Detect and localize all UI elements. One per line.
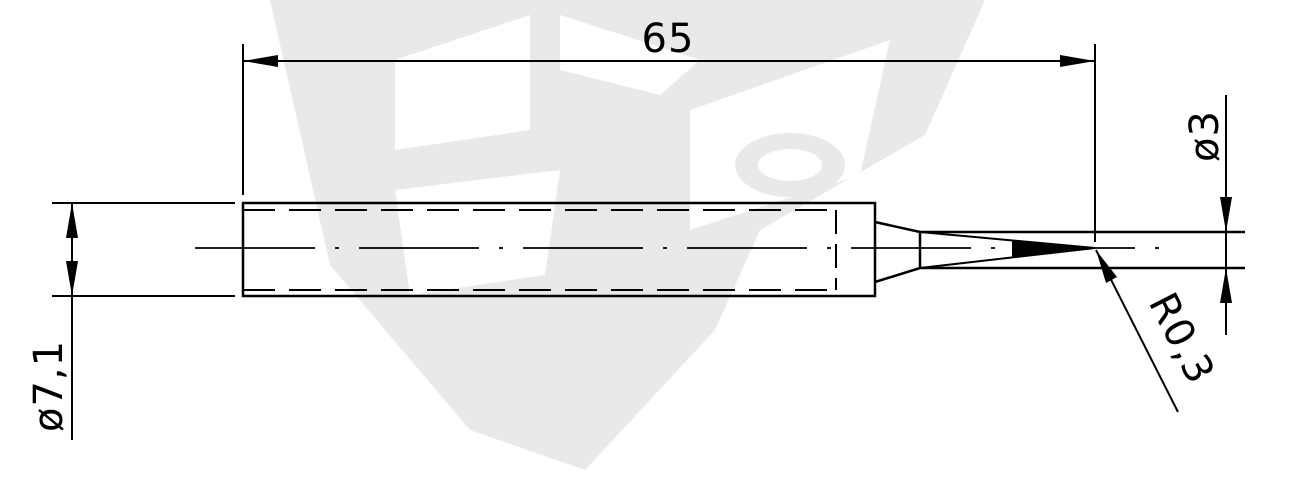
arrowhead-left xyxy=(243,55,278,67)
point-tip-fill xyxy=(1012,240,1095,258)
arrowhead-right xyxy=(1060,55,1095,67)
dimension-shank-diameter: ø7,1 xyxy=(26,202,235,440)
arrowhead-shank-bottom xyxy=(66,261,78,296)
dimension-tip-diameter: ø3 xyxy=(1182,95,1232,335)
arrowhead-tip-top xyxy=(1220,197,1232,232)
dimension-label-shank-diameter: ø7,1 xyxy=(26,340,72,432)
tip-body xyxy=(241,201,1245,298)
dimension-tip-radius: R0,3 xyxy=(1095,249,1223,413)
dimension-label-length: 65 xyxy=(642,16,695,62)
dimension-label-tip-radius: R0,3 xyxy=(1139,286,1223,392)
arrowhead-shank-top xyxy=(66,203,78,238)
shank-outline xyxy=(241,201,877,298)
dimension-label-tip-diameter: ø3 xyxy=(1182,110,1228,162)
dimension-length: 65 xyxy=(242,16,1096,242)
taper-top xyxy=(874,220,1245,234)
taper-bottom xyxy=(874,266,1245,284)
arrowhead-tip-bottom xyxy=(1220,268,1232,303)
arrowhead-radius xyxy=(1096,250,1117,283)
watermark-cutouts xyxy=(395,15,890,295)
